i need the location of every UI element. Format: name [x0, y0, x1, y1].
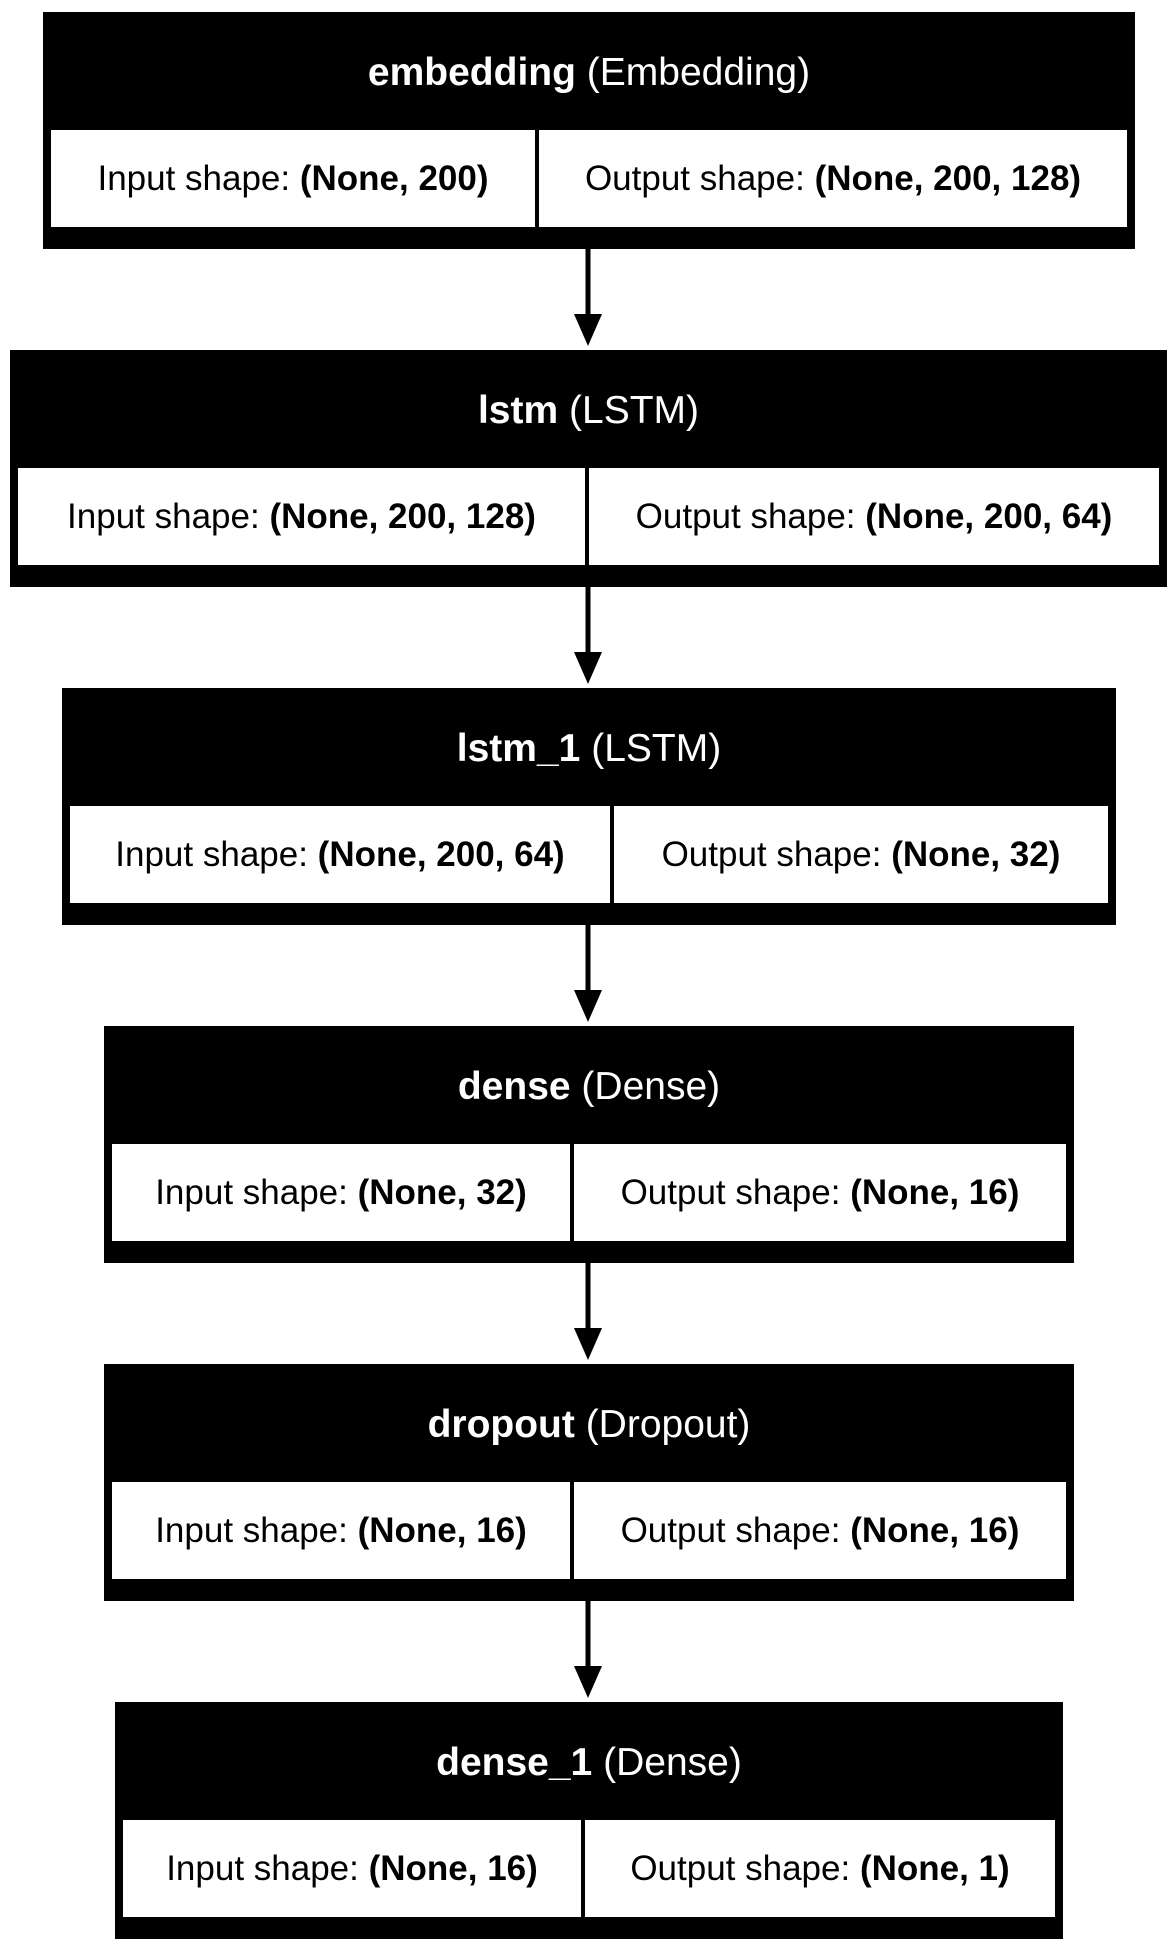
- layer-name: embedding: [367, 51, 576, 94]
- arrow-dropout-to-dense-1: [574, 1601, 602, 1698]
- output-shape-cell: Output shape: (None, 1): [585, 1820, 1055, 1917]
- layer-type: (Dense): [603, 1741, 742, 1784]
- layer-header: dense_1 (Dense): [119, 1706, 1059, 1820]
- shape-row: Input shape: (None, 16) Output shape: (N…: [119, 1820, 1059, 1921]
- shape-row: Input shape: (None, 200) Output shape: (…: [47, 130, 1131, 231]
- output-shape-cell: Output shape: (None, 32): [614, 806, 1108, 903]
- layer-header: dense (Dense): [108, 1030, 1070, 1144]
- input-shape-label: Input shape:: [67, 496, 260, 536]
- output-shape-label: Output shape:: [620, 1510, 841, 1550]
- input-shape-value: (None, 200, 64): [317, 834, 565, 874]
- input-shape-label: Input shape:: [155, 1172, 348, 1212]
- shape-row: Input shape: (None, 32) Output shape: (N…: [108, 1144, 1070, 1245]
- layer-header: embedding (Embedding): [47, 16, 1131, 130]
- output-shape-value: (None, 32): [891, 834, 1061, 874]
- layer-name: dense_1: [436, 1741, 593, 1784]
- input-shape-label: Input shape:: [155, 1510, 348, 1550]
- arrow-lstm-1-to-dense: [574, 925, 602, 1022]
- output-shape-label: Output shape:: [635, 496, 856, 536]
- output-shape-cell: Output shape: (None, 200, 128): [539, 130, 1127, 227]
- layer-name: lstm: [477, 389, 559, 432]
- layer-node-lstm-1: lstm_1 (LSTM) Input shape: (None, 200, 6…: [62, 688, 1116, 925]
- layer-node-dense-1: dense_1 (Dense) Input shape: (None, 16) …: [115, 1702, 1063, 1939]
- input-shape-cell: Input shape: (None, 200, 64): [70, 806, 610, 903]
- shape-row: Input shape: (None, 200, 128) Output sha…: [14, 468, 1163, 569]
- layer-header: lstm (LSTM): [14, 354, 1163, 468]
- layer-node-dense: dense (Dense) Input shape: (None, 32) Ou…: [104, 1026, 1074, 1263]
- input-shape-cell: Input shape: (None, 200): [51, 130, 535, 227]
- input-shape-value: (None, 200, 128): [269, 496, 536, 536]
- output-shape-cell: Output shape: (None, 16): [574, 1144, 1066, 1241]
- input-shape-label: Input shape:: [166, 1848, 359, 1888]
- layer-type: (Dropout): [585, 1403, 751, 1446]
- output-shape-value: (None, 200, 128): [814, 158, 1082, 198]
- layer-node-embedding: embedding (Embedding) Input shape: (None…: [43, 12, 1135, 249]
- input-shape-cell: Input shape: (None, 200, 128): [18, 468, 585, 565]
- input-shape-value: (None, 32): [357, 1172, 527, 1212]
- output-shape-cell: Output shape: (None, 16): [574, 1482, 1066, 1579]
- output-shape-value: (None, 16): [850, 1172, 1020, 1212]
- layer-header: lstm_1 (LSTM): [66, 692, 1112, 806]
- input-shape-value: (None, 16): [357, 1510, 527, 1550]
- input-shape-cell: Input shape: (None, 16): [123, 1820, 581, 1917]
- output-shape-label: Output shape:: [630, 1848, 851, 1888]
- input-shape-value: (None, 16): [368, 1848, 538, 1888]
- arrow-lstm-to-lstm-1: [574, 587, 602, 684]
- output-shape-value: (None, 16): [850, 1510, 1020, 1550]
- input-shape-label: Input shape:: [97, 158, 291, 198]
- layer-name: dense: [457, 1065, 571, 1108]
- layer-type: (LSTM): [569, 389, 700, 432]
- shape-row: Input shape: (None, 200, 64) Output shap…: [66, 806, 1112, 907]
- layer-name: dropout: [427, 1403, 575, 1446]
- shape-row: Input shape: (None, 16) Output shape: (N…: [108, 1482, 1070, 1583]
- layer-type: (LSTM): [591, 727, 722, 770]
- output-shape-value: (None, 1): [859, 1848, 1010, 1888]
- output-shape-value: (None, 200, 64): [865, 496, 1113, 536]
- input-shape-cell: Input shape: (None, 16): [112, 1482, 570, 1579]
- output-shape-label: Output shape:: [620, 1172, 841, 1212]
- output-shape-label: Output shape:: [584, 158, 805, 198]
- layer-name: lstm_1: [456, 727, 581, 770]
- arrow-embedding-to-lstm: [574, 249, 602, 346]
- layer-node-dropout: dropout (Dropout) Input shape: (None, 16…: [104, 1364, 1074, 1601]
- layer-node-lstm: lstm (LSTM) Input shape: (None, 200, 128…: [10, 350, 1167, 587]
- input-shape-label: Input shape:: [115, 834, 308, 874]
- arrow-dense-to-dropout: [574, 1263, 602, 1360]
- output-shape-cell: Output shape: (None, 200, 64): [589, 468, 1159, 565]
- output-shape-label: Output shape:: [661, 834, 882, 874]
- input-shape-value: (None, 200): [299, 158, 489, 198]
- input-shape-cell: Input shape: (None, 32): [112, 1144, 570, 1241]
- layer-header: dropout (Dropout): [108, 1368, 1070, 1482]
- layer-type: (Dense): [581, 1065, 721, 1108]
- layer-type: (Embedding): [586, 51, 811, 94]
